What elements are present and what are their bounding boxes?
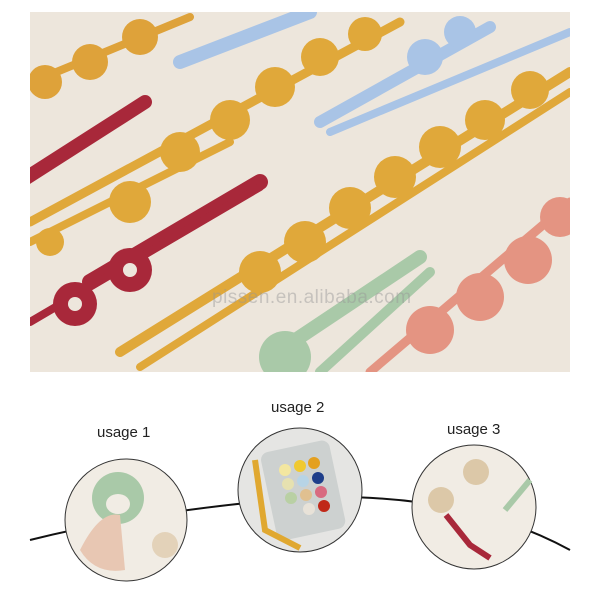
usage-section xyxy=(29,427,571,582)
product-photo: pissen.en.alibaba.com xyxy=(30,12,570,372)
usage-1-label: usage 1 xyxy=(97,424,151,441)
straps-illustration xyxy=(30,12,570,372)
beads xyxy=(30,16,570,372)
usage-1-image xyxy=(64,458,188,582)
watermark: pissen.en.alibaba.com xyxy=(212,287,412,308)
usage-3-label: usage 3 xyxy=(447,421,501,438)
usage-3-image xyxy=(411,444,537,570)
usage-2-label: usage 2 xyxy=(271,399,325,416)
usage-2-image xyxy=(237,427,363,553)
